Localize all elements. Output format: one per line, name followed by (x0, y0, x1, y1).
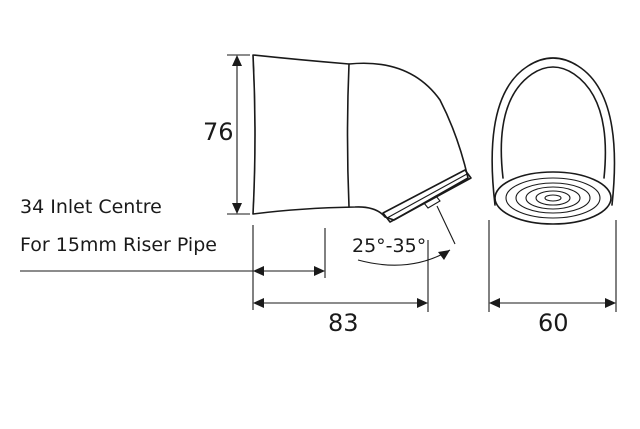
height-dimension: 76 (203, 54, 250, 215)
front-view (491, 57, 616, 225)
side-view-nozzle-face (382, 169, 472, 223)
length-dimension-label: 83 (328, 309, 359, 337)
angle-dimension-label: 25°-35° (352, 235, 426, 257)
front-view-arch-outer (491, 57, 616, 206)
front-view-ring-5 (544, 194, 562, 202)
side-view-inlet-edge (252, 54, 256, 215)
inlet-centre-callout: 34 Inlet Centre For 15mm Riser Pipe (20, 196, 326, 310)
side-view-spray-plate (423, 195, 441, 209)
side-view-nozzle-lip (386, 173, 468, 219)
height-dimension-label: 76 (203, 118, 234, 146)
inlet-centre-label: 34 Inlet Centre (20, 196, 162, 218)
front-view-arch-inner (500, 66, 607, 179)
front-view-spray-face (494, 171, 612, 225)
side-view-body-outline (252, 54, 469, 221)
angle-dimension: 25°-35° (352, 205, 456, 266)
front-view-ring-3 (525, 186, 581, 210)
front-view-ring-1 (505, 177, 601, 219)
front-view-ring-2 (515, 182, 591, 214)
width-dimension-label: 60 (538, 309, 569, 337)
riser-pipe-label: For 15mm Riser Pipe (20, 234, 217, 256)
side-view-joint-line (346, 63, 350, 208)
length-dimension: 83 (253, 240, 429, 337)
side-view (252, 54, 472, 223)
front-view-ring-4 (535, 190, 571, 206)
width-dimension: 60 (488, 220, 617, 337)
